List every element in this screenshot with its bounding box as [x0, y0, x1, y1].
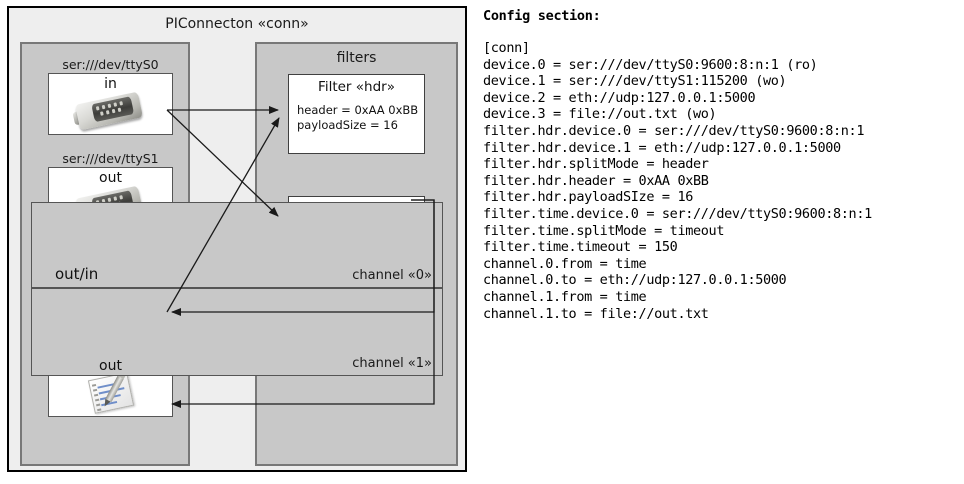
config-pane: Config section: [conn] device.0 = ser://… — [483, 8, 958, 322]
filter-property: payloadSize = 16 — [297, 118, 398, 132]
filter-title: Filter «hdr» — [318, 79, 395, 95]
config-text: [conn] device.0 = ser:///dev/ttyS0:9600:… — [483, 40, 872, 322]
device-ser-ttys0[interactable]: ser:///dev/ttyS0 in — [48, 58, 173, 135]
connector-diagram-frame: PIConnecton «conn» ser:///dev/ttyS0 in — [7, 6, 467, 472]
channel-label: channel «1» — [352, 356, 432, 371]
filter-properties: header = 0xAA 0xBB payloadSize = 16 — [289, 95, 424, 139]
filters-panel-title: filters — [336, 50, 377, 66]
device-box[interactable]: in — [48, 73, 173, 135]
config-heading: Config section: — [483, 8, 601, 24]
device-direction-label: out/in — [55, 265, 99, 283]
device-caption: ser:///dev/ttyS0 — [62, 57, 159, 72]
filter-hdr-box[interactable]: Filter «hdr» header = 0xAA 0xBB payloadS… — [288, 74, 425, 154]
filter-property: header = 0xAA 0xBB — [297, 103, 419, 117]
device-caption: ser:///dev/ttyS1 — [62, 151, 159, 166]
device-direction-label: in — [104, 76, 117, 92]
device-direction-label: out — [99, 358, 122, 374]
diagram-title: PIConnecton «conn» — [165, 16, 309, 32]
device-file-out[interactable]: file://out.txt out — [48, 340, 173, 417]
channel-label: channel «0» — [352, 268, 432, 283]
device-direction-label: out — [99, 170, 122, 186]
device-box[interactable]: out — [48, 355, 173, 417]
